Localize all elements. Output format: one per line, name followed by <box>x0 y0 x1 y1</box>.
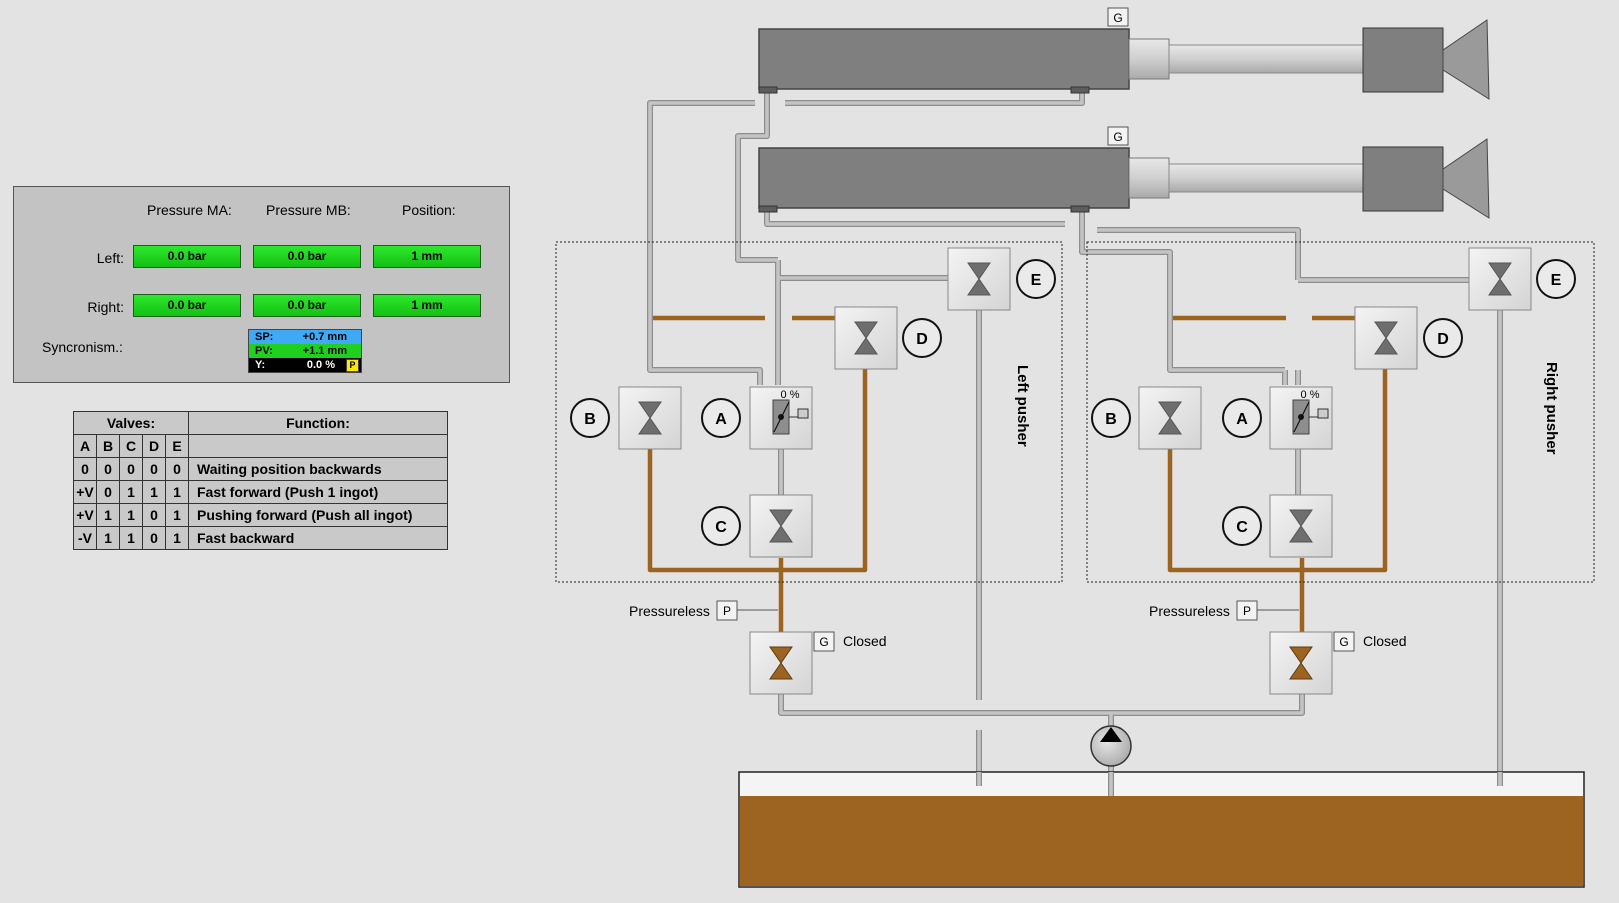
svg-text:D: D <box>1437 331 1449 348</box>
header-position: Position: <box>402 202 456 218</box>
valve-a-percent: 0 % <box>1301 389 1320 401</box>
valve-letter-b-left <box>570 398 610 438</box>
proportional-valve-a-left[interactable]: 0 % <box>749 386 813 450</box>
table-header-function: Function: <box>188 411 448 435</box>
right-pusher-title: Right pusher <box>1543 362 1560 455</box>
svg-text:G: G <box>1113 130 1122 144</box>
closed-right: G Closed <box>1333 631 1407 652</box>
pressure-mb-left-value: 0.0 bar <box>253 245 361 268</box>
pressure-ma-right-value: 0.0 bar <box>133 294 241 317</box>
svg-text:Pressureless: Pressureless <box>1149 603 1230 619</box>
header-pressure-ma: Pressure MA: <box>147 202 232 218</box>
table-header-valves: Valves: <box>73 411 189 435</box>
valve-letter-d-right <box>1423 318 1463 358</box>
valve-letter-d-left <box>902 318 942 358</box>
svg-text:P: P <box>1243 604 1251 618</box>
table-row: 0 0 0 0 0 Waiting position backwards <box>73 457 448 481</box>
left-pusher-group <box>555 241 1063 583</box>
svg-text:Closed: Closed <box>843 633 887 649</box>
valve-c-left[interactable] <box>749 494 813 558</box>
table-row: +V 1 1 0 1 Pushing forward (Push all ing… <box>73 503 448 527</box>
table-row: A B C D E <box>73 434 448 458</box>
sync-p-badge[interactable]: P <box>346 359 359 372</box>
svg-text:P: P <box>723 604 731 618</box>
svg-text:B: B <box>1105 411 1117 428</box>
svg-text:G: G <box>1339 635 1348 649</box>
table-row: +V 0 1 1 1 Fast forward (Push 1 ingot) <box>73 480 448 504</box>
valve-e-left[interactable] <box>947 247 1011 311</box>
svg-text:C: C <box>1236 519 1248 536</box>
header-pressure-mb: Pressure MB: <box>266 202 351 218</box>
svg-text:B: B <box>584 411 596 428</box>
sync-pv-row: PV:+1.1 mm <box>249 344 361 358</box>
svg-text:E: E <box>1551 272 1562 289</box>
svg-text:E: E <box>1031 272 1042 289</box>
valve-a-percent: 0 % <box>781 389 800 401</box>
closed-left: G Closed <box>813 631 887 652</box>
row-label-left: Left: <box>96 250 124 266</box>
tank-icon <box>738 771 1585 888</box>
pressure-mb-right-value: 0.0 bar <box>253 294 361 317</box>
right-pusher-group <box>1086 241 1595 583</box>
oil-pipes <box>647 315 1388 635</box>
table-row: -V 1 1 0 1 Fast backward <box>73 526 448 550</box>
hydraulic-cylinder-icon <box>758 19 1490 100</box>
valve-letter-a-right <box>1222 398 1262 438</box>
valve-b-right[interactable] <box>1138 386 1202 450</box>
pressure-position-panel: Pressure MA: Pressure MB: Position: Left… <box>13 186 510 383</box>
svg-text:C: C <box>715 519 727 536</box>
svg-text:A: A <box>715 411 727 428</box>
valve-d-right[interactable] <box>1354 306 1418 370</box>
pressureless-left: Pressureless P <box>629 600 778 621</box>
svg-text:A: A <box>1236 411 1248 428</box>
valve-letter-e-left <box>1016 259 1056 299</box>
position-left-value: 1 mm <box>373 245 481 268</box>
cylinder-badge: G <box>1107 126 1129 146</box>
valve-letter-a-left <box>701 398 741 438</box>
cylinder-badge: G <box>1107 7 1129 27</box>
left-pusher-title: Left pusher <box>1014 365 1031 447</box>
svg-text:Pressureless: Pressureless <box>629 603 710 619</box>
proportional-valve-a-right[interactable]: 0 % <box>1269 386 1333 450</box>
svg-text:G: G <box>1113 11 1122 25</box>
valve-letter-c-right <box>1222 506 1262 546</box>
sync-readout: SP:+0.7 mm PV:+1.1 mm Y:0.0 % P <box>248 329 362 373</box>
valve-letter-b-right <box>1091 398 1131 438</box>
main-valve-left[interactable] <box>749 631 813 695</box>
row-label-right: Right: <box>87 299 124 315</box>
pressureless-right: Pressureless P <box>1149 600 1299 621</box>
valve-c-right[interactable] <box>1269 494 1333 558</box>
position-right-value: 1 mm <box>373 294 481 317</box>
sync-label: Syncronism.: <box>42 339 123 355</box>
valve-letter-c-left <box>701 506 741 546</box>
pump-icon[interactable] <box>1090 725 1132 767</box>
sync-sp-row: SP:+0.7 mm <box>249 330 361 344</box>
svg-text:G: G <box>819 635 828 649</box>
svg-text:Closed: Closed <box>1363 633 1407 649</box>
valve-b-left[interactable] <box>618 386 682 450</box>
sync-y-row: Y:0.0 % P <box>249 358 361 372</box>
valve-d-left[interactable] <box>834 306 898 370</box>
valve-letter-e-right <box>1536 259 1576 299</box>
svg-text:D: D <box>916 331 928 348</box>
pressure-ma-left-value: 0.0 bar <box>133 245 241 268</box>
main-valve-right[interactable] <box>1269 631 1333 695</box>
valve-function-table: Valves: Function: A B C D E 0 0 0 0 0 Wa… <box>73 411 448 550</box>
valve-e-right[interactable] <box>1468 247 1532 311</box>
hydraulic-cylinder-icon <box>758 138 1490 219</box>
